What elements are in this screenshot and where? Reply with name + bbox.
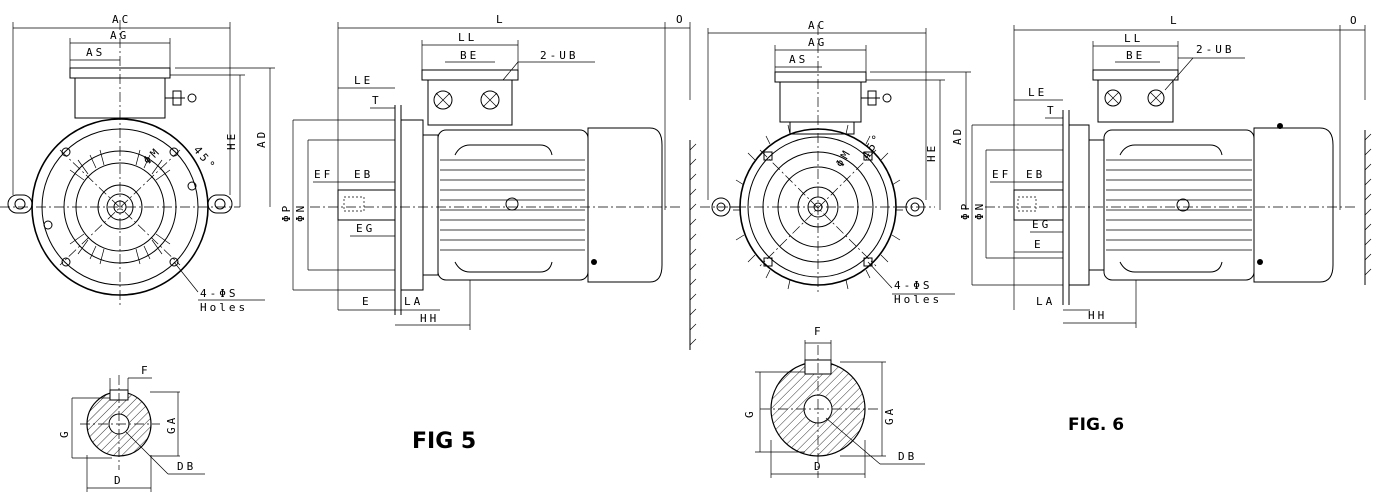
- fig5-label-le: LE: [354, 74, 373, 87]
- fig5-label-e: E: [362, 295, 372, 308]
- fig6-shaft-section: [755, 340, 925, 478]
- fig5-shaft-label-f: F: [141, 364, 151, 377]
- fig5-caption: FIG 5: [412, 429, 476, 454]
- fig6-label-eb: EB: [1026, 168, 1045, 181]
- fig6-label-angle: 45°: [859, 130, 885, 162]
- fig6-shaft-label-f: F: [814, 325, 824, 338]
- fig6-shaft-label-g: G: [743, 408, 756, 418]
- fig6-label-le: LE: [1028, 86, 1047, 99]
- fig5-side-view: [292, 22, 697, 350]
- fig6-label-hh: HH: [1088, 309, 1107, 322]
- fig6-label-as: AS: [789, 53, 808, 66]
- fig6-shaft-label-ga: GA: [883, 406, 896, 425]
- fig5-label-eg: EG: [356, 222, 375, 235]
- fig6-front-view: [700, 25, 971, 295]
- fig5-label-he: HE: [225, 131, 238, 150]
- fig5-label-angle: 45°: [191, 144, 220, 174]
- fig6-label-ef: EF: [992, 168, 1011, 181]
- fig6-label-p: ΦP: [959, 201, 972, 220]
- fig5-label-n: ΦN: [294, 203, 307, 222]
- fig5-shaft-label-d: D: [114, 474, 124, 487]
- fig6-label-be: BE: [1126, 49, 1145, 62]
- fig5-label-o: O: [676, 13, 686, 26]
- fig6-label-ub: 2-UB: [1196, 43, 1235, 56]
- fig5-label-ad: AD: [255, 129, 268, 148]
- fig5-label-hh: HH: [420, 312, 439, 325]
- fig5-shaft-label-ga: GA: [165, 415, 178, 434]
- fig5-front-view: [0, 20, 275, 305]
- fig6-label-e: E: [1034, 238, 1044, 251]
- fig5-label-holes-count: 4-ΦS: [200, 287, 239, 300]
- fig6-side-view: [971, 25, 1372, 328]
- fig5-label-ub: 2-UB: [540, 49, 579, 62]
- fig5-label-l: L: [496, 13, 506, 26]
- fig5-label-p: ΦP: [280, 203, 293, 222]
- fig6-label-eg: EG: [1032, 218, 1051, 231]
- fig6-label-o: O: [1350, 14, 1360, 27]
- fig6-label-holes-count: 4-ΦS: [894, 279, 933, 292]
- fig6-label-ag: AG: [808, 36, 827, 49]
- fig6-label-holes: Holes: [894, 293, 942, 306]
- fig5-label-la: LA: [404, 295, 423, 308]
- fig6-label-l: L: [1170, 14, 1180, 27]
- fig5-label-as: AS: [86, 46, 105, 59]
- fig6-label-t: T: [1047, 104, 1057, 117]
- fig5-label-m: ΦM: [141, 144, 164, 167]
- fig5-label-holes: Holes: [200, 301, 248, 314]
- fig6-label-ll: LL: [1124, 32, 1143, 45]
- fig5-shaft-section: [71, 375, 205, 492]
- fig5-label-ag: AG: [110, 29, 129, 42]
- fig5-label-ac: AC: [112, 13, 131, 26]
- fig5-label-eb: EB: [354, 168, 373, 181]
- fig6-label-m: ΦM: [833, 146, 854, 169]
- fig6-label-ac: AC: [808, 19, 827, 32]
- fig6-label-la: LA: [1036, 295, 1055, 308]
- fig6-shaft-label-db: DB: [898, 450, 917, 463]
- fig5-label-be: BE: [460, 49, 479, 62]
- fig6-label-he: HE: [925, 143, 938, 162]
- fig6-shaft-label-d: D: [814, 460, 824, 473]
- fig6-caption: FIG. 6: [1068, 415, 1124, 435]
- fig5-shaft-label-db: DB: [177, 460, 196, 473]
- fig5-label-t: T: [372, 94, 382, 107]
- fig6-label-ad: AD: [951, 126, 964, 145]
- fig5-label-ll: LL: [458, 31, 477, 44]
- fig5-shaft-label-g: G: [58, 428, 71, 438]
- fig5-label-ef: EF: [314, 168, 333, 181]
- fig6-label-n: ΦN: [973, 201, 986, 220]
